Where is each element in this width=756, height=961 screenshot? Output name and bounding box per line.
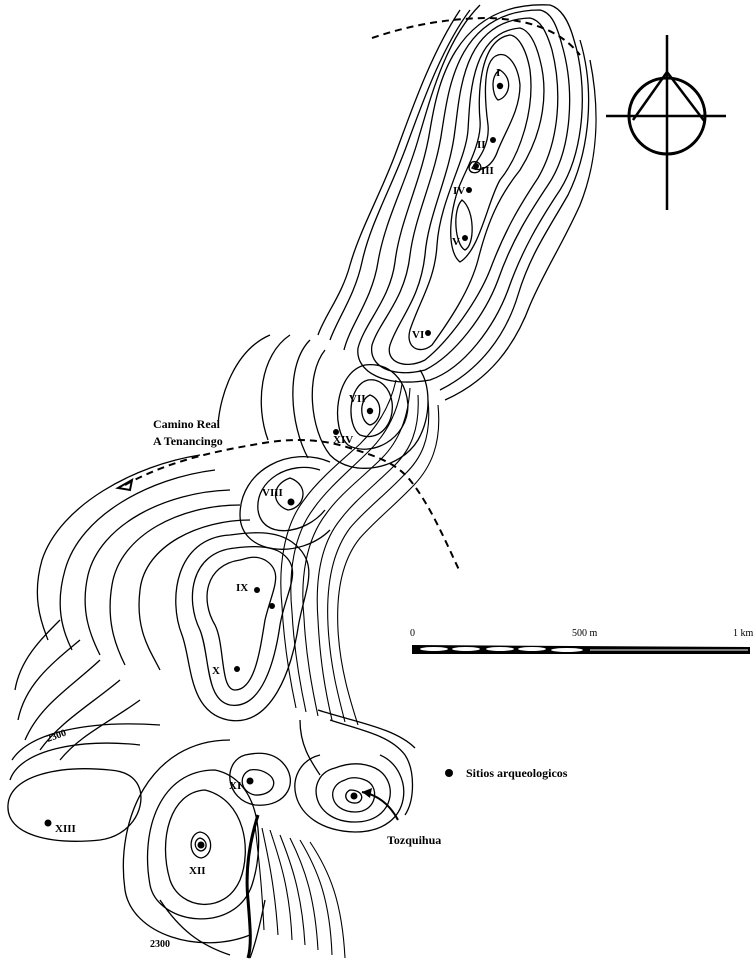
site-label-x: X <box>212 665 220 677</box>
site-marker[interactable] <box>462 235 468 241</box>
site-marker[interactable] <box>234 666 240 672</box>
site-label-xii: XII <box>189 865 206 877</box>
site-label-xiii: XIII <box>55 823 76 835</box>
site-marker[interactable] <box>425 330 431 336</box>
site-label-vii: VII <box>349 393 366 405</box>
stream-line <box>245 814 260 959</box>
site-label-xiv: XIV <box>333 434 353 446</box>
scale-label-start: 0 <box>410 628 415 639</box>
site-labels: I II III IV V VI VII VIII IX X XI XII XI… <box>55 67 500 877</box>
site-label-i: I <box>496 67 500 79</box>
site-marker[interactable] <box>44 819 52 827</box>
elevation-label-south: 2300 <box>150 939 170 950</box>
road-label-line2: A Tenancingo <box>153 434 223 448</box>
site-label-viii: VIII <box>262 487 283 499</box>
tozquihua-arrow-icon <box>361 788 399 821</box>
scale-bar: 0 500 m 1 km <box>410 628 754 654</box>
site-label-iv: IV <box>453 185 465 197</box>
site-label-iii: III <box>481 165 494 177</box>
site-marker[interactable] <box>366 407 374 415</box>
legend: Sitios arqueologicos <box>445 766 568 780</box>
site-label-ii: II <box>477 139 486 151</box>
road-lines <box>115 16 581 573</box>
site-label-vi: VI <box>412 329 424 341</box>
scale-label-mid: 500 m <box>572 628 598 639</box>
road-arrow-icon <box>115 478 134 492</box>
legend-label: Sitios arqueologicos <box>466 766 568 780</box>
site-marker[interactable] <box>466 187 472 193</box>
site-markers <box>44 82 504 849</box>
site-marker[interactable] <box>197 841 205 849</box>
place-label-tozquihua: Tozquihua <box>387 833 441 847</box>
site-marker[interactable] <box>490 137 496 143</box>
north-compass-icon <box>606 35 726 210</box>
site-marker[interactable] <box>269 603 275 609</box>
site-label-ix: IX <box>236 582 248 594</box>
road-label-line1: Camino Real <box>153 417 221 431</box>
site-marker[interactable] <box>333 429 339 435</box>
site-marker[interactable] <box>246 777 254 785</box>
site-marker[interactable] <box>254 587 260 593</box>
contour-lines <box>7 4 597 959</box>
site-label-v: V <box>452 236 460 248</box>
site-marker[interactable] <box>496 82 504 90</box>
site-label-xi: XI <box>229 780 241 792</box>
elevation-label-north: 2300 <box>45 728 68 745</box>
legend-site-marker <box>445 769 453 777</box>
scale-label-end: 1 km <box>733 628 754 639</box>
site-marker[interactable] <box>287 498 295 506</box>
site-marker[interactable] <box>350 792 358 800</box>
site-marker[interactable] <box>473 163 479 169</box>
